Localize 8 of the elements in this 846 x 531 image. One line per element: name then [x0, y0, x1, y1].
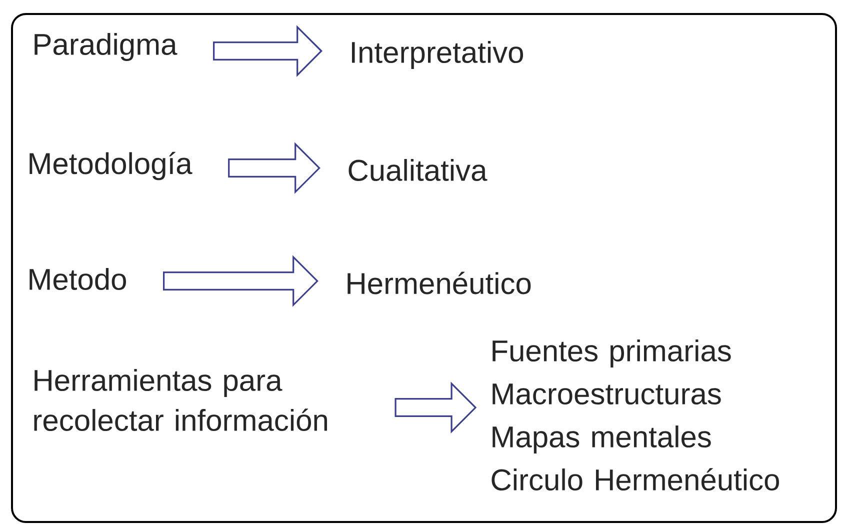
label-text: Metodología	[30, 152, 192, 180]
label-text: Herramientas para recolectar información	[34, 369, 327, 432]
label-text: Cualitativa	[348, 159, 488, 182]
label-text: Paradigma	[34, 33, 178, 61]
label-text: Hermenéutico	[348, 272, 531, 294]
text-list: Fuentes primarias Macroestructuras Mapas mentales Circulo Hermenéutico	[492, 340, 779, 491]
label-text: Interpretativo	[352, 41, 524, 69]
label-text: Metodo	[30, 268, 126, 290]
